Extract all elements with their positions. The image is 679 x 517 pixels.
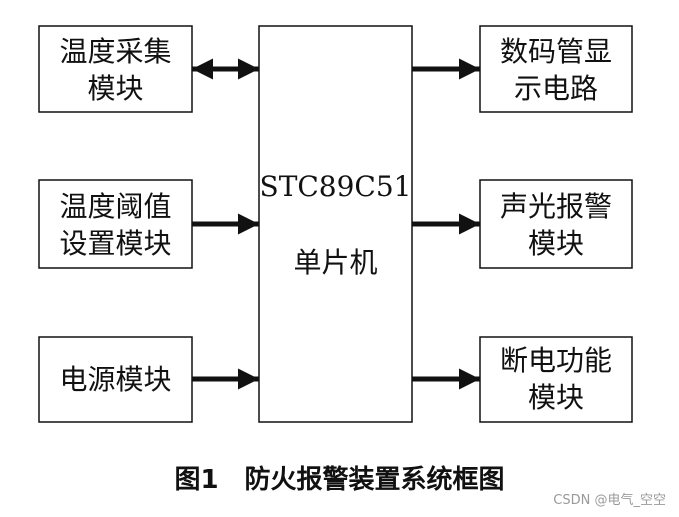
digital-display-label-line-2: 示电路 [514,72,598,105]
alarm-label-line-2: 模块 [528,227,584,260]
temperature-acquisition-label-line-2: 模块 [87,72,143,105]
figure-caption: 图1 防火报警装置系统框图 [174,464,504,495]
mcu-name-label: 单片机 [293,246,377,279]
temperature-acquisition-module: 温度采集 模块 [38,25,193,113]
mcu-model-label: STC89C51 [260,170,412,203]
mcu-block: STC89C51 单片机 [258,25,413,423]
temperature-acquisition-label-line-1: 温度采集 [59,35,171,68]
power-off-function-module: 断电功能 模块 [479,336,633,423]
threshold-setting-label-line-1: 温度阈值 [59,190,171,223]
power-supply-label: 电源模块 [59,363,171,396]
power-off-label-line-2: 模块 [528,381,584,414]
alarm-label-line-1: 声光报警 [500,190,612,223]
csdn-watermark: CSDN @电气_空空 [553,492,666,508]
threshold-setting-label-line-2: 设置模块 [59,227,171,260]
power-off-label-line-1: 断电功能 [500,344,612,377]
digital-display-circuit-module: 数码管显 示电路 [479,25,633,113]
digital-display-label-line-1: 数码管显 [500,35,612,68]
power-supply-module: 电源模块 [38,336,193,423]
sound-light-alarm-module: 声光报警 模块 [479,179,633,269]
temperature-threshold-setting-module: 温度阈值 设置模块 [38,179,193,269]
